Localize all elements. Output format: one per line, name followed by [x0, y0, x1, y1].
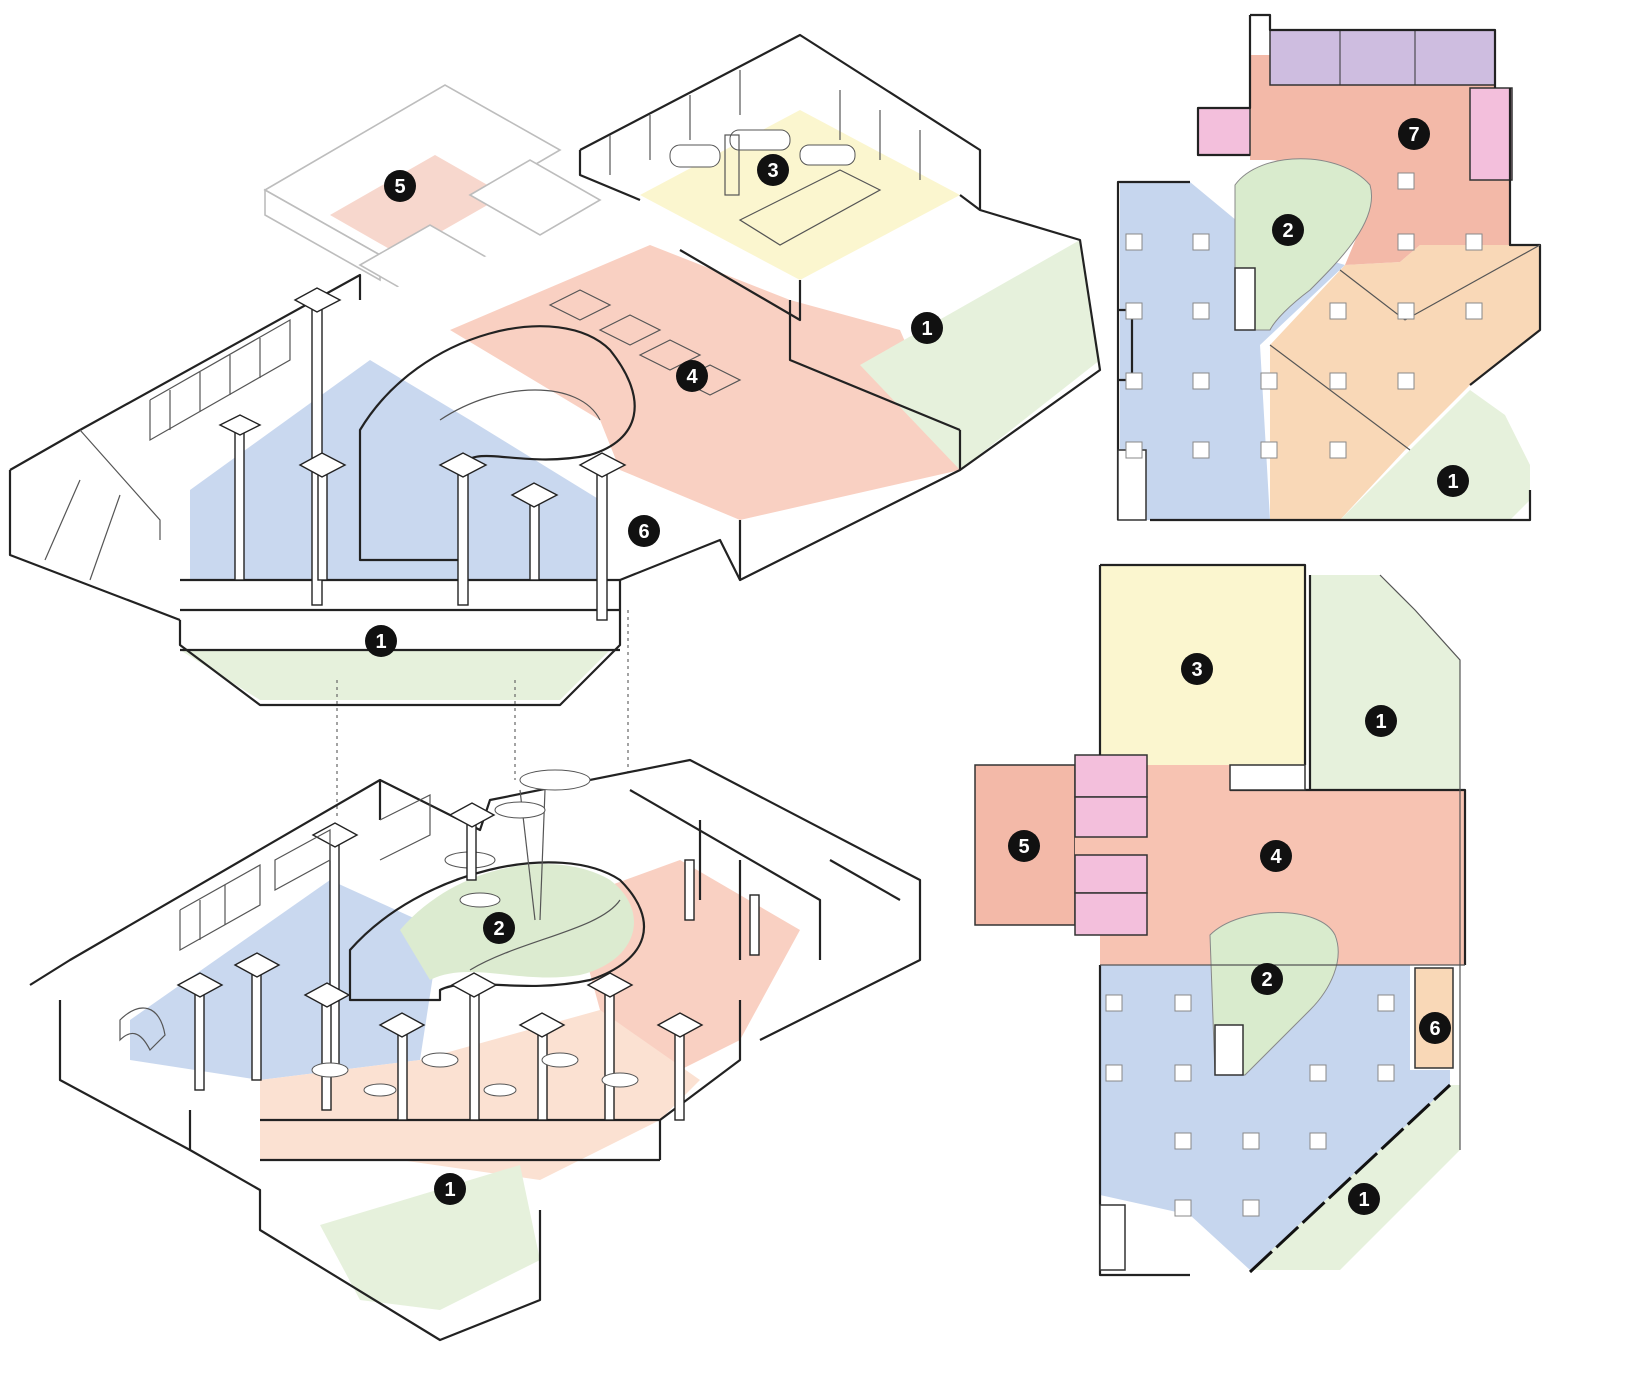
upper-axonometric: [8, 33, 1102, 707]
badge-zone-7-plan: 7: [1398, 118, 1430, 150]
svg-text:2: 2: [1282, 220, 1293, 242]
svg-text:1: 1: [444, 1179, 455, 1201]
svg-text:6: 6: [1429, 1018, 1440, 1040]
lower-peach-floor: [260, 1010, 700, 1180]
svg-text:5: 5: [394, 176, 405, 198]
svg-text:5: 5: [1018, 836, 1029, 858]
lower-blue-floor: [130, 880, 440, 1080]
tree-icon: [444, 769, 591, 921]
badge-zone-5-plan: 5: [1008, 830, 1040, 862]
badge-zone-4-plan: 4: [1260, 840, 1292, 872]
upper-tables: [548, 289, 742, 396]
upper-counters: [669, 129, 882, 246]
badge-zone-1-upper-right: 1: [911, 312, 943, 344]
plan-upper-zone1: [1340, 390, 1530, 520]
lower-columns: [176, 802, 760, 1121]
badge-zone-2-plan-upper: 2: [1272, 214, 1304, 246]
badge-zone-5-upper: 5: [384, 170, 416, 202]
badge-zone-3-plan: 3: [1181, 653, 1213, 685]
zone5-floor: [330, 155, 505, 255]
badge-zone-1-plan-lower-bottom: 1: [1348, 1183, 1380, 1215]
badge-zone-2-lower: 2: [483, 912, 515, 944]
blue-floor: [190, 360, 600, 580]
svg-text:7: 7: [1408, 124, 1419, 146]
badges: 5 3 1 4 6 1 2 1 7 2 1 3 1 5 4 2 6 1: [365, 118, 1469, 1215]
plan-upper-stair: [1234, 267, 1256, 331]
plan-lower: [974, 563, 1467, 1277]
zone1-floor-bottom: [180, 650, 610, 700]
badge-zone-6-upper: 6: [628, 515, 660, 547]
plan-lower-stair: [1214, 1024, 1244, 1076]
svg-text:1: 1: [1447, 471, 1458, 493]
plan-lower-blue: [1100, 965, 1450, 1270]
upper-columns: [218, 287, 627, 621]
lower-zone1-floor: [320, 1165, 540, 1310]
plan-upper: [1116, 13, 1542, 522]
svg-text:4: 4: [1270, 846, 1282, 868]
svg-text:1: 1: [375, 631, 386, 653]
badge-zone-1-lower: 1: [434, 1173, 466, 1205]
svg-text:2: 2: [1261, 969, 1272, 991]
svg-text:3: 3: [767, 160, 778, 182]
plan-upper-columns: [1125, 172, 1483, 459]
badge-zone-2-plan-lower: 2: [1251, 963, 1283, 995]
badge-zone-1-plan-upper: 1: [1437, 465, 1469, 497]
plan-upper-pink-left: [1197, 107, 1251, 156]
svg-text:2: 2: [493, 918, 504, 940]
lower-shelving: [179, 794, 431, 952]
upper-shelving: [149, 318, 291, 442]
lower-axonometric: [29, 758, 930, 1342]
plan-lower-zone1-bottom: [1250, 1085, 1460, 1270]
alignment-lines: [336, 610, 629, 820]
plan-upper-zone7: [1250, 55, 1510, 265]
upper-windows: [609, 70, 921, 180]
lower-zone2-floor: [400, 864, 634, 980]
plan-lower-zone1-top: [1310, 575, 1460, 790]
svg-text:4: 4: [686, 366, 698, 388]
badge-zone-1-upper-bottom: 1: [365, 625, 397, 657]
svg-text:6: 6: [638, 521, 649, 543]
svg-text:1: 1: [1375, 711, 1386, 733]
badge-zone-4-upper: 4: [676, 360, 708, 392]
plan-upper-purple: [1269, 29, 1496, 86]
svg-text:3: 3: [1191, 659, 1202, 681]
badge-zone-6-plan: 6: [1419, 1012, 1451, 1044]
upper-core: [358, 325, 636, 562]
plan-lower-columns: [1105, 994, 1395, 1217]
lower-tables: [311, 1052, 639, 1097]
plan-upper-pink-right: [1469, 87, 1513, 181]
plan-upper-zone2: [1234, 158, 1372, 331]
badge-zone-3-upper: 3: [757, 154, 789, 186]
svg-text:1: 1: [1358, 1189, 1369, 1211]
svg-text:1: 1: [921, 318, 932, 340]
badge-zone-1-plan-lower-top: 1: [1365, 705, 1397, 737]
